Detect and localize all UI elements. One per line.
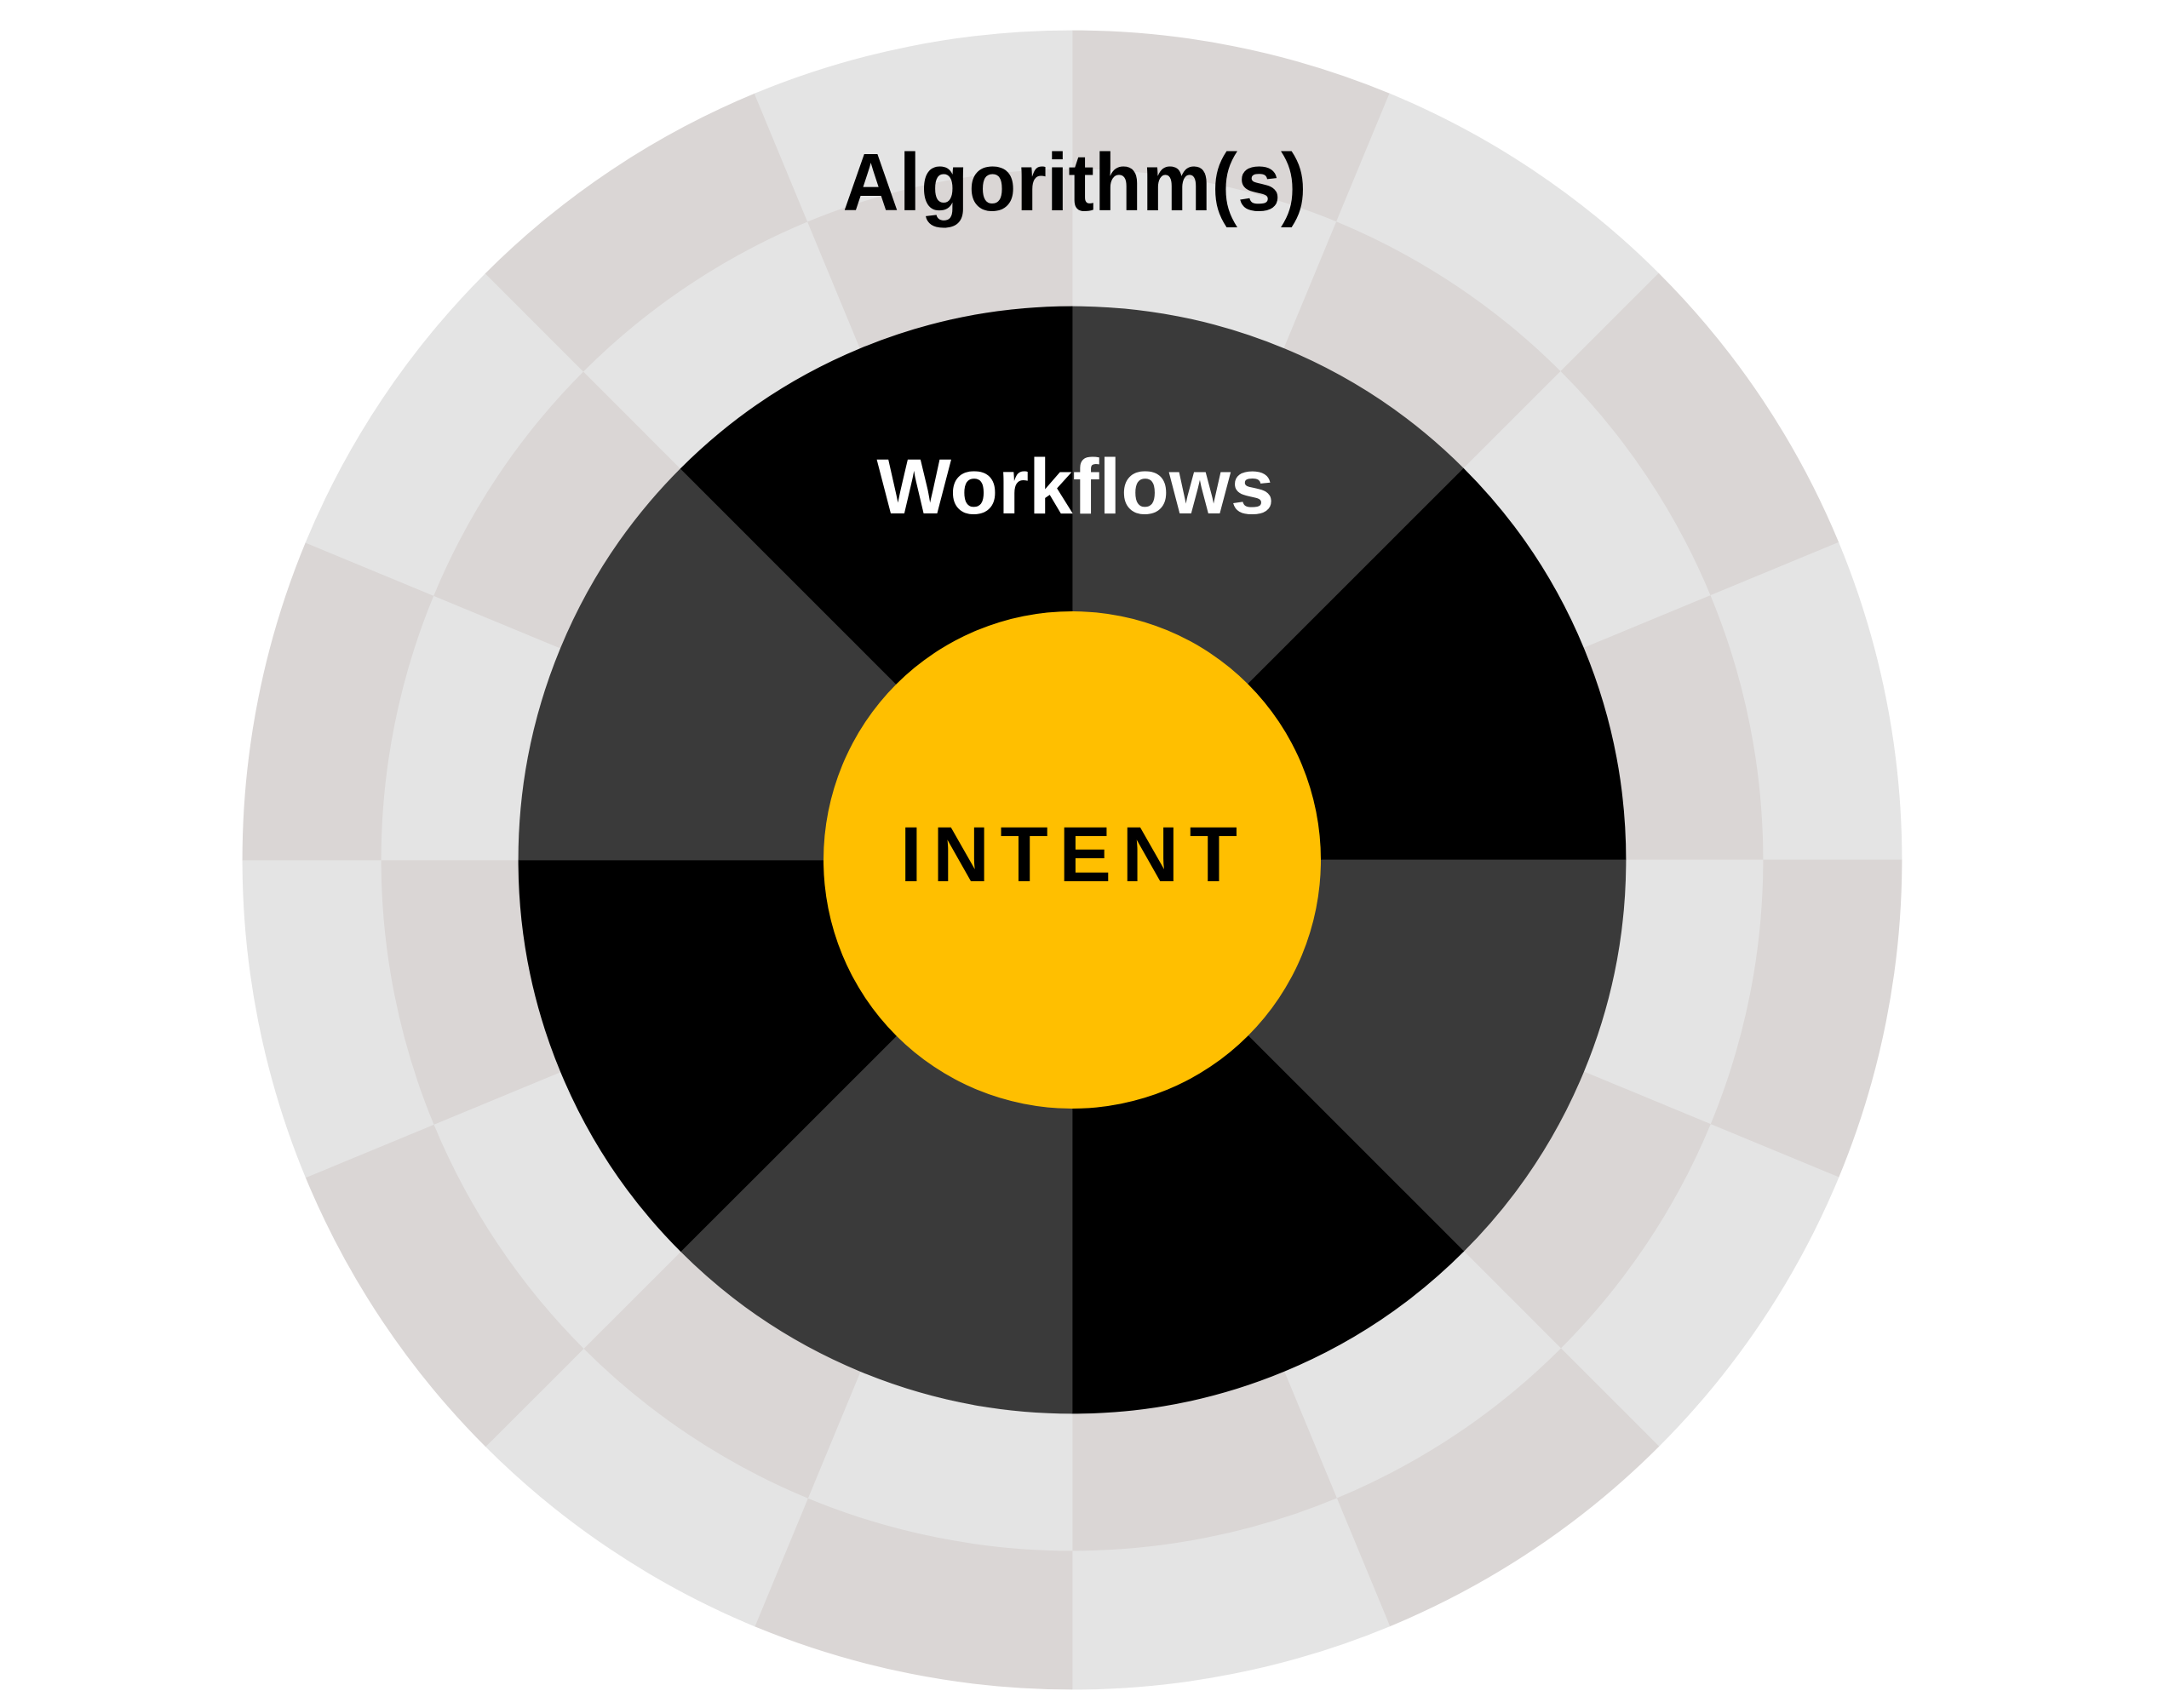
workflows-sector — [518, 859, 898, 1252]
algorithms-label: Algorithm(s) — [843, 137, 1307, 228]
algorithms-outer-ring — [242, 30, 1902, 1690]
workflows-sector — [1071, 306, 1465, 685]
algorithms-inner-ring — [381, 169, 1764, 1551]
intent-core-circle — [824, 611, 1321, 1109]
workflows-sector — [680, 306, 1073, 685]
workflows-sector — [680, 1035, 1073, 1414]
workflows-sector — [1247, 859, 1627, 1252]
workflows-sector — [1247, 467, 1627, 861]
workflows-ring — [518, 306, 1627, 1414]
workflows-sector — [1071, 1035, 1465, 1414]
workflows-label: Workflows — [877, 444, 1275, 530]
workflows-sector — [518, 467, 898, 861]
